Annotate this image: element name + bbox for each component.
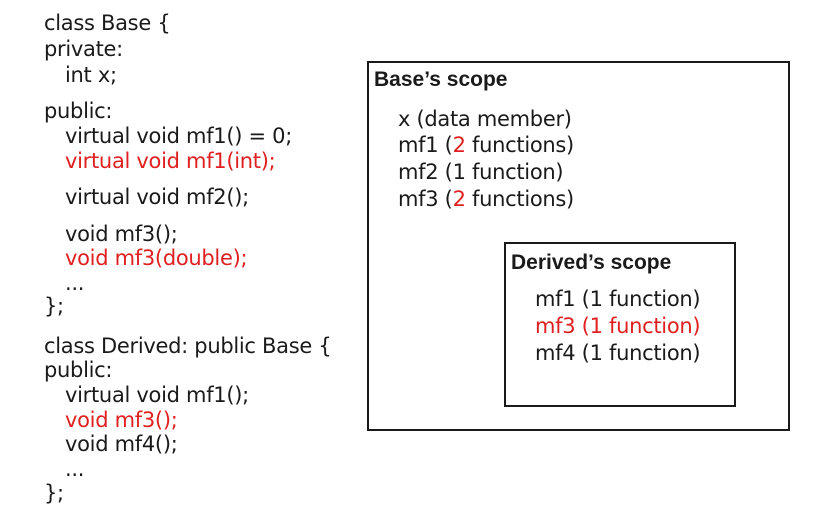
derived-scope-mf4: mf4 (1 function) — [535, 341, 701, 365]
derived-scope-box: Derived’s scope mf1 (1 function) mf3 (1 … — [504, 242, 736, 407]
derived-public-label: public: — [44, 358, 113, 382]
base-mf3: void mf3(); — [65, 222, 178, 246]
derived-mf3: void mf3(); — [65, 408, 178, 432]
base-scope-mf3: mf3 (2 functions) — [398, 187, 574, 211]
base-mf2: virtual void mf2(); — [65, 185, 249, 209]
derived-scope-mf3: mf3 (1 function) — [535, 314, 701, 338]
derived-ellipsis: ... — [65, 457, 85, 481]
base-mf3-double-overload: void mf3(double); — [65, 246, 248, 270]
base-scope-mf1-prefix: mf1 ( — [398, 133, 453, 157]
public-label: public: — [44, 99, 113, 123]
base-scope-mf1: mf1 (2 functions) — [398, 133, 574, 157]
member-int-x: int x; — [65, 63, 117, 87]
derived-class-close: }; — [44, 481, 64, 505]
base-scope-title: Base’s scope — [374, 68, 508, 91]
base-scope-mf3-suffix: functions) — [465, 187, 574, 211]
base-scope-mf1-suffix: functions) — [465, 133, 574, 157]
derived-mf1: virtual void mf1(); — [65, 383, 249, 407]
derived-class-declaration: class Derived: public Base { — [44, 334, 332, 358]
code-listing: class Base { private: int x; public: vir… — [0, 0, 360, 524]
base-ellipsis: ... — [65, 271, 85, 295]
base-mf1-pure-virtual: virtual void mf1() = 0; — [65, 124, 293, 148]
base-mf1-int-overload: virtual void mf1(int); — [65, 149, 276, 173]
base-scope-mf3-prefix: mf3 ( — [398, 187, 453, 211]
base-scope-x: x (data member) — [398, 107, 572, 131]
derived-scope-mf1: mf1 (1 function) — [535, 287, 701, 311]
derived-scope-title: Derived’s scope — [511, 251, 672, 274]
base-scope-mf2: mf2 (1 function) — [398, 160, 564, 184]
derived-mf4: void mf4(); — [65, 432, 178, 456]
base-class-declaration: class Base { — [44, 11, 171, 35]
base-scope-mf1-count: 2 — [452, 133, 466, 157]
base-class-close: }; — [44, 294, 64, 318]
base-scope-mf3-count: 2 — [452, 187, 466, 211]
private-label: private: — [44, 37, 123, 61]
